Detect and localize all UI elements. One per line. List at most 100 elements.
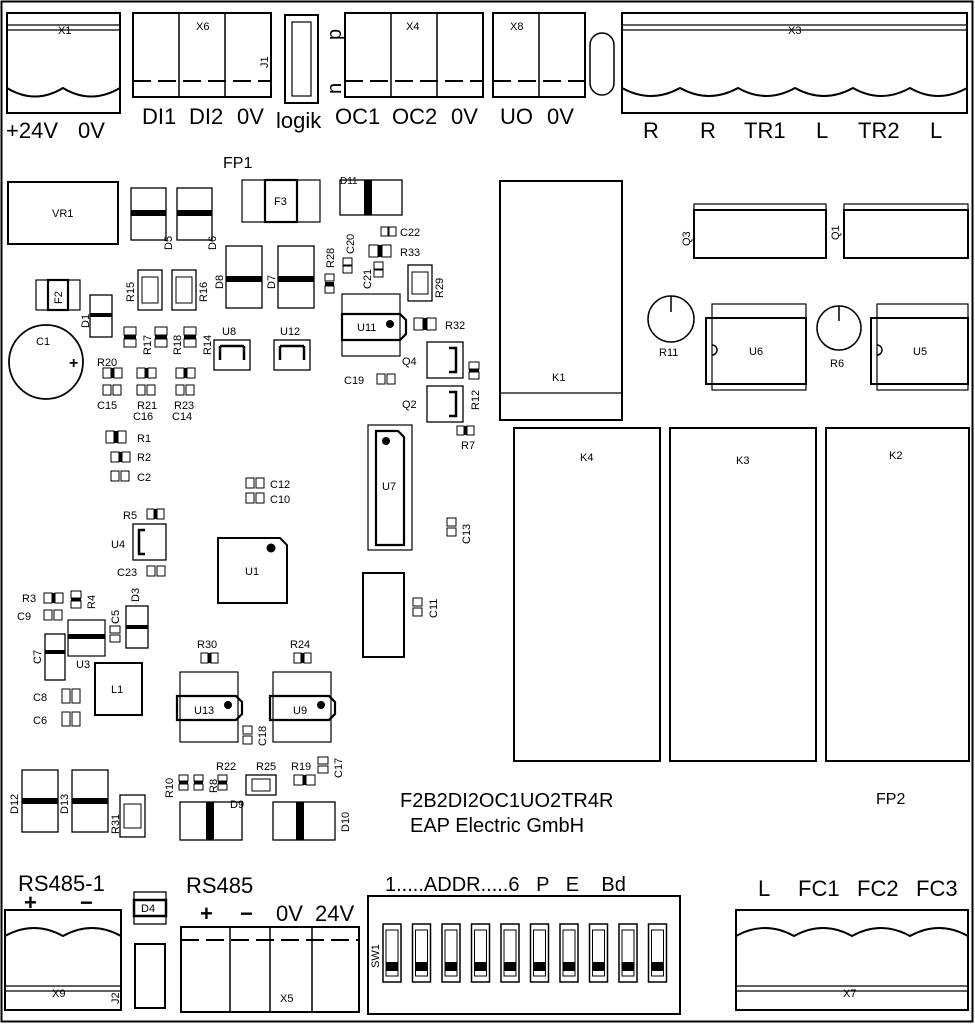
dip-lever-slot-9 <box>621 929 635 977</box>
part-r11: R11 <box>647 295 695 359</box>
part-r15: R15 <box>125 269 163 311</box>
svg-text:U7: U7 <box>382 481 396 493</box>
svg-text:D3: D3 <box>130 588 142 602</box>
pad-c16 <box>136 384 156 396</box>
dip-lever-knob-4 <box>474 962 487 971</box>
svg-text:C23: C23 <box>117 567 137 579</box>
part-u9: U9 <box>268 671 337 743</box>
dip-lever-3 <box>441 923 461 983</box>
ref-c14: C14 <box>172 411 192 423</box>
part-q4: Q4 <box>402 341 464 379</box>
ref-x8: X8 <box>510 21 523 33</box>
pad-c12: C12 <box>245 477 290 491</box>
svg-text:R31: R31 <box>110 814 122 834</box>
ref-c16: C16 <box>133 411 153 423</box>
svg-text:R19: R19 <box>291 761 311 773</box>
svg-text:R14: R14 <box>202 335 214 355</box>
label-fp2: FP2 <box>876 791 905 808</box>
svg-text:D10: D10 <box>340 812 352 832</box>
svg-text:U6: U6 <box>749 346 763 358</box>
pin-x6-1: DI1 <box>142 104 176 129</box>
pad-r12: R12 <box>468 361 482 410</box>
dip-lever-slot-10 <box>651 929 664 977</box>
svg-text:R10: R10 <box>164 778 176 798</box>
pad-r21 <box>136 367 157 379</box>
pin-x4-3: 0V <box>451 104 478 129</box>
x9-minus-label: − <box>80 890 93 915</box>
pin-x3-1: R <box>643 118 659 143</box>
pad-r23 <box>175 367 196 379</box>
dip-lever-2 <box>411 923 432 983</box>
svg-text:R1: R1 <box>137 433 151 445</box>
svg-text:U4: U4 <box>111 539 125 551</box>
svg-text:R3: R3 <box>22 593 36 605</box>
svg-text:R30: R30 <box>197 639 217 651</box>
svg-text:C12: C12 <box>270 479 290 491</box>
ref-x3: X3 <box>788 25 801 37</box>
part-c11-block <box>362 572 405 658</box>
svg-text:R32: R32 <box>445 320 465 332</box>
dip-switch-labels: 1.....ADDR.....6 P E Bd <box>385 874 626 896</box>
dip-lever-5 <box>500 923 520 983</box>
part-u5: U5 <box>870 303 969 391</box>
pin-x3-5: TR2 <box>858 118 900 143</box>
ref-c20: C20 <box>345 234 357 254</box>
dip-lever-1 <box>382 923 402 983</box>
svg-text:K4: K4 <box>580 452 593 464</box>
svg-text:X9: X9 <box>52 988 65 1000</box>
svg-text:Q3: Q3 <box>681 231 693 246</box>
pin-x3-3: TR1 <box>744 118 786 143</box>
pad-c10: C10 <box>245 492 290 506</box>
pad-r32: R32 <box>413 317 465 332</box>
part-u12: U12 <box>273 326 311 371</box>
part-d5: D5 <box>130 187 175 250</box>
pin-x3-2: R <box>700 118 716 143</box>
pin-x7-1: L <box>758 876 770 901</box>
ref-x1: X1 <box>58 25 71 37</box>
dip-lever-slot-3 <box>444 929 458 977</box>
pad-r33: R33 <box>368 244 420 259</box>
jumper-j2 <box>134 943 166 1009</box>
connector-x1: X1 <box>6 12 121 114</box>
svg-text:Q1: Q1 <box>830 225 842 240</box>
svg-text:U1: U1 <box>245 566 259 578</box>
svg-text:R24: R24 <box>290 639 310 651</box>
svg-text:C11: C11 <box>428 599 440 618</box>
ref-c15: C15 <box>97 400 117 412</box>
pin-x1-1: +24V <box>6 118 58 143</box>
svg-text:J2: J2 <box>110 992 122 1004</box>
part-d11: D11 <box>339 176 403 216</box>
svg-text:D11: D11 <box>340 176 358 187</box>
x9-title: RS485-1 <box>18 871 105 896</box>
svg-text:R12: R12 <box>470 390 482 410</box>
svg-text:K2: K2 <box>889 450 902 462</box>
connector-x5: X5 <box>180 926 360 1013</box>
svg-text:D13: D13 <box>59 794 71 814</box>
pin-x8-2: 0V <box>547 104 574 129</box>
svg-text:K1: K1 <box>552 372 565 384</box>
svg-text:D5: D5 <box>163 236 175 250</box>
pad-r30: R30 <box>197 639 219 664</box>
connector-x4: X4 <box>344 12 484 98</box>
pin-x6-3: 0V <box>237 104 264 129</box>
dip-lever-knob-1 <box>386 962 398 971</box>
svg-text:R4: R4 <box>86 595 98 609</box>
part-d4: D4 <box>132 891 168 925</box>
svg-text:U12: U12 <box>280 326 300 338</box>
part-r25: R25 <box>245 761 277 796</box>
svg-text:C13: C13 <box>461 524 473 544</box>
connector-x6: X6 <box>132 12 272 98</box>
svg-text:C9: C9 <box>17 611 31 623</box>
connector-x8: X8 <box>492 12 586 98</box>
svg-text:C8: C8 <box>33 692 47 704</box>
pin-x3-6: L <box>930 118 942 143</box>
dip-lever-knob-10 <box>651 962 664 971</box>
pad-c9: C9 <box>17 609 63 623</box>
pad-c11: C11 <box>412 597 440 618</box>
svg-text:C5: C5 <box>110 610 122 624</box>
pin-x4-1: OC1 <box>335 104 380 129</box>
pad-c18: C18 <box>242 725 269 746</box>
pad-c21: C21 <box>362 261 384 289</box>
svg-text:C22: C22 <box>400 227 420 239</box>
pad-r1: R1 <box>105 430 151 445</box>
